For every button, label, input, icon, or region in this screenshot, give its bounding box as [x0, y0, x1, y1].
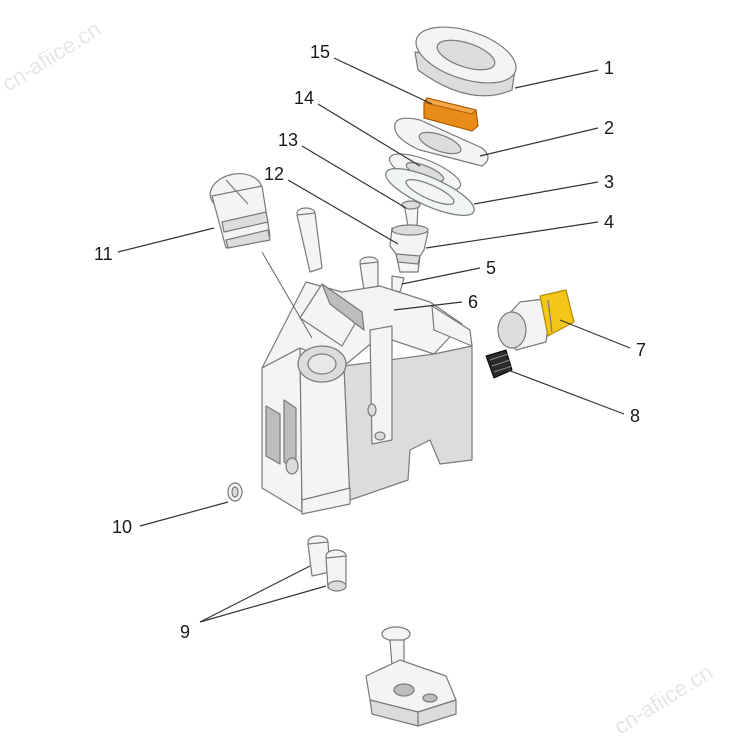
leader-lines — [117, 57, 631, 623]
callout-labels: 1 2 3 4 5 6 7 8 9 10 11 12 13 14 15 — [94, 42, 646, 642]
callout-9: 9 — [180, 622, 190, 642]
part-3-diaphragm — [385, 168, 475, 216]
callout-12: 12 — [264, 164, 284, 184]
watermark-bottom-right: cn-afiice.cn — [609, 659, 717, 739]
part-4-valve-body — [389, 224, 429, 273]
leader-5 — [401, 267, 481, 285]
callout-8: 8 — [630, 406, 640, 426]
callout-2: 2 — [604, 118, 614, 138]
callout-7: 7 — [636, 340, 646, 360]
part-9-cartridges — [307, 535, 347, 592]
leader-8 — [507, 369, 625, 415]
bottom-bracket — [365, 626, 457, 727]
leader-12 — [287, 179, 399, 245]
main-housing — [261, 281, 473, 515]
leader-14 — [317, 103, 421, 167]
leader-7 — [559, 319, 631, 349]
assembly-guides — [261, 251, 313, 339]
leader-1 — [514, 69, 599, 89]
callout-5: 5 — [486, 258, 496, 278]
part-13-stem — [401, 200, 421, 227]
part-2-plate — [394, 117, 489, 167]
leader-15 — [333, 57, 433, 105]
callout-15: 15 — [310, 42, 330, 62]
leader-13 — [301, 145, 407, 209]
callout-1: 1 — [604, 58, 614, 78]
callout-13: 13 — [278, 130, 298, 150]
leader-4 — [425, 221, 599, 249]
callout-3: 3 — [604, 172, 614, 192]
callout-10: 10 — [112, 517, 132, 537]
leader-9a — [199, 565, 311, 623]
leader-2 — [479, 127, 599, 157]
part-1-top-cap — [414, 26, 517, 97]
part-10-o-ring — [227, 482, 243, 502]
callout-14: 14 — [294, 88, 314, 108]
part-7-yellow-fitting — [497, 289, 575, 351]
callout-4: 4 — [604, 212, 614, 232]
part-11-knob — [209, 173, 271, 249]
callout-6: 6 — [468, 292, 478, 312]
part-8-spring — [485, 349, 513, 379]
leader-3 — [473, 181, 599, 205]
callout-11: 11 — [94, 244, 113, 264]
leader-11 — [117, 227, 215, 253]
part-15-orange-seal — [423, 97, 479, 132]
leader-10 — [139, 501, 229, 527]
watermark-top-left: cn-afiice.cn — [0, 16, 105, 96]
leader-9b — [199, 585, 327, 623]
leader-6 — [393, 301, 463, 311]
